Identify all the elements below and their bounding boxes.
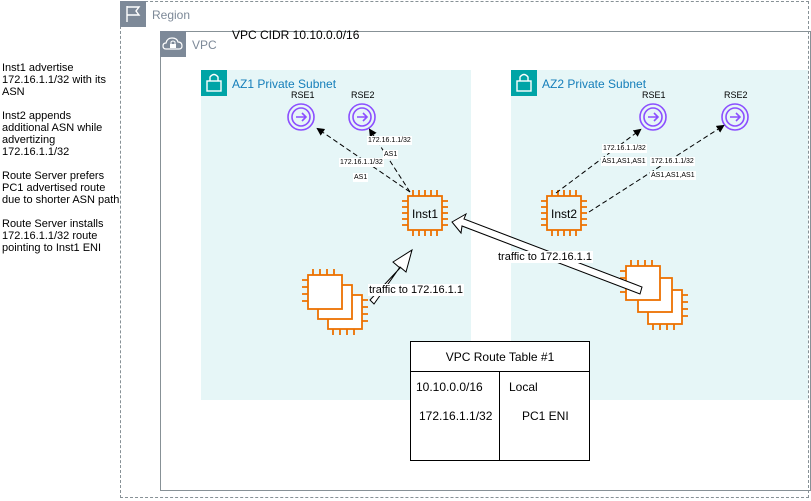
route-server-icon	[639, 103, 667, 131]
region-label: Region	[152, 8, 191, 22]
route-target: Local	[509, 380, 538, 394]
ec2-instance-icon	[402, 190, 448, 236]
region-group	[120, 1, 809, 498]
advertisement-arrow	[368, 128, 411, 193]
adv-prefix-label: 172.16.1.1/32	[367, 136, 412, 145]
route-destination: 172.16.1.1/32	[419, 409, 493, 423]
ec2-instance-icon	[541, 190, 587, 236]
route-destination: 10.10.0.0/16	[416, 380, 483, 394]
route-server-icon	[287, 103, 315, 131]
advertisement-arrow	[316, 127, 411, 193]
route-target: PC1 ENI	[522, 409, 569, 423]
notes-panel: Inst1 advertise 172.16.1.1/32 with its A…	[2, 62, 120, 266]
adv-prefix-label: 172.16.1.1/32	[339, 158, 384, 167]
inst1-label: Inst1	[412, 207, 439, 221]
note-4: Route Server installs 172.16.1.1/32 rout…	[2, 218, 104, 254]
inst2-label: Inst2	[551, 207, 578, 221]
client-instances-icon	[302, 269, 368, 335]
route-server-icon	[721, 103, 749, 131]
lock-icon	[201, 70, 227, 96]
adv-prefix-label: 172.16.1.1/32	[602, 144, 647, 153]
route-table-title: VPC Route Table #1	[445, 350, 555, 364]
advertisement-arrow	[555, 128, 642, 194]
adv-path-label: AS1	[353, 173, 369, 182]
route-table-divider	[499, 371, 500, 461]
traffic-label: traffic to 172.16.1.1	[368, 284, 464, 296]
adv-path-label: AS1	[383, 150, 399, 159]
vpc-cidr: VPC CIDR 10.10.0.0/16	[232, 28, 360, 42]
az2-label: AZ2 Private Subnet	[542, 77, 647, 91]
traffic-label: traffic to 172.16.1.1	[497, 251, 593, 263]
advertisement-arrow	[588, 124, 725, 213]
note-1: Inst1 advertise 172.16.1.1/32 with its A…	[2, 62, 106, 98]
vpc-label: VPC	[192, 38, 217, 52]
note-2: Inst2 appends additional ASN while adver…	[2, 110, 103, 158]
rse2-label: RSE2	[351, 90, 375, 100]
adv-path-label: AS1,AS1,AS1	[601, 157, 647, 166]
adv-prefix-label: 172.16.1.1/32	[650, 157, 695, 166]
rse1-label: RSE1	[642, 90, 666, 100]
rse2-label: RSE2	[724, 90, 748, 100]
client-instances-icon	[620, 260, 688, 330]
adv-path-label: AS1,AS1,AS1	[650, 171, 696, 180]
flag-icon	[120, 1, 146, 27]
route-server-icon	[348, 103, 376, 131]
note-3: Route Server prefers PC1 advertised rout…	[2, 170, 120, 206]
lock-icon	[511, 70, 537, 96]
route-table-divider	[410, 371, 590, 372]
cloud-lock-icon	[160, 31, 186, 57]
az1-label: AZ1 Private Subnet	[232, 77, 337, 91]
rse1-label: RSE1	[291, 90, 315, 100]
route-table	[410, 341, 590, 461]
